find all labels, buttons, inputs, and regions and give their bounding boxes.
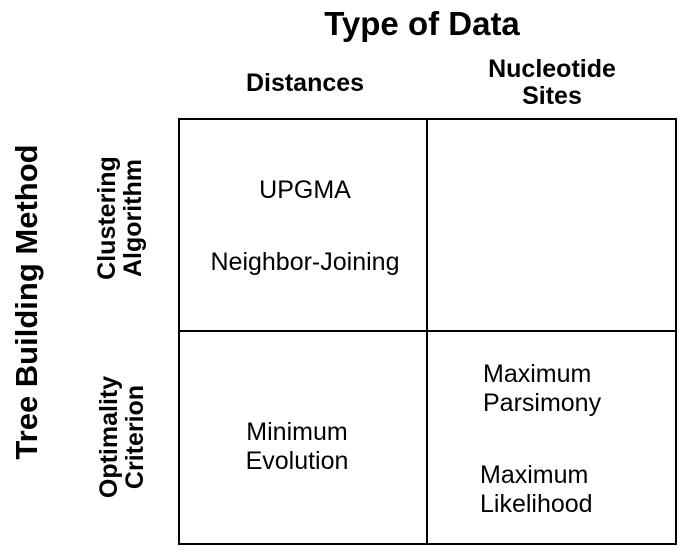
diagram-title: Type of Data (324, 5, 520, 42)
maximum-likelihood-line1: Maximum (480, 461, 589, 489)
vertical-axis-title: Tree Building Method (9, 144, 44, 460)
column-header-nucleotide-sites-line1: Nucleotide (488, 55, 616, 83)
maximum-parsimony-line1: Maximum (483, 360, 592, 388)
row-header-optimality-line2: Criterion (121, 384, 149, 490)
row-header-clustering-algorithm: Clustering Algorithm (93, 156, 147, 280)
grid-horizontal-divider (178, 330, 677, 332)
cell-text-neighbor-joining: Neighbor-Joining (210, 248, 400, 276)
row-header-optimality-criterion: Optimality Criterion (95, 375, 149, 499)
row-header-clustering-line2: Algorithm (119, 158, 147, 278)
column-header-distances-label: Distances (245, 69, 365, 97)
maximum-parsimony-line2: Parsimony (483, 389, 602, 417)
minimum-evolution-line1: Minimum (246, 418, 348, 446)
row-header-clustering-line1: Clustering (93, 156, 121, 280)
column-header-nucleotide-sites: Nucleotide Sites (427, 56, 677, 110)
cell-text-maximum-likelihood: Maximum Likelihood (480, 461, 593, 519)
cell-text-minimum-evolution: Minimum Evolution (180, 418, 414, 476)
minimum-evolution-line2: Evolution (245, 447, 349, 475)
row-header-optimality-line1: Optimality (95, 375, 123, 499)
cell-text-maximum-parsimony: Maximum Parsimony (483, 360, 601, 418)
maximum-likelihood-line2: Likelihood (480, 490, 593, 518)
column-header-nucleotide-sites-line2: Sites (522, 82, 582, 110)
cell-text-upgma: UPGMA (259, 176, 351, 204)
column-header-distances: Distances (180, 70, 430, 97)
